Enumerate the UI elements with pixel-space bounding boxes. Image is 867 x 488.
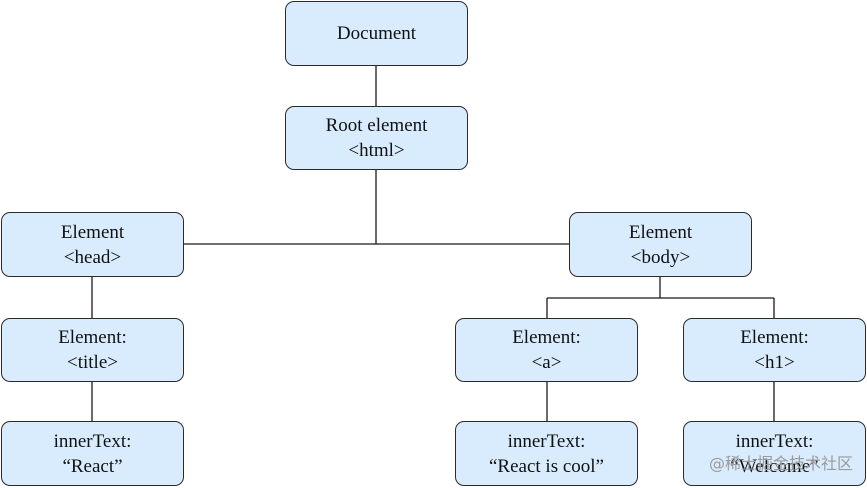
node-body-element: Element <body> — [569, 212, 752, 277]
node-a-innertext-value: “React is cool” — [488, 455, 604, 477]
node-head-element-label: Element — [60, 221, 125, 243]
watermark: @稀土掘金技术社区 — [708, 454, 853, 473]
node-h1-element-label: Element: — [740, 327, 809, 348]
node-title-element-tag: <title> — [67, 352, 118, 373]
node-title-innertext: innerText: “React” — [1, 421, 184, 486]
node-title-innertext-label: innerText: — [53, 430, 132, 452]
node-a-element: Element: <a> — [455, 318, 638, 382]
node-a-element-label: Element: — [512, 327, 581, 348]
node-title-element: Element: <title> — [1, 318, 184, 382]
node-a-element-tag: <a> — [531, 352, 562, 373]
node-h1-element: Element: <h1> — [683, 318, 866, 382]
node-document-label: Document — [336, 23, 417, 44]
node-h1-innertext-value: “Welcome” — [730, 455, 819, 477]
node-root-element-tag: <html> — [348, 140, 405, 161]
node-h1-element-tag: <h1> — [754, 352, 795, 373]
node-h1-innertext: innerText: “Welcome” — [683, 421, 866, 486]
node-a-innertext-label: innerText: — [507, 430, 586, 452]
node-head-element-tag: <head> — [63, 246, 122, 268]
node-body-element-label: Element — [628, 221, 693, 243]
node-body-element-tag: <body> — [630, 246, 691, 268]
node-a-innertext: innerText: “React is cool” — [455, 421, 638, 486]
node-h1-innertext-label: innerText: — [735, 430, 814, 452]
node-root-element-label: Root element — [325, 115, 428, 136]
node-root-element: Root element <html> — [285, 106, 468, 170]
node-document: Document — [285, 1, 468, 66]
node-title-element-label: Element: — [58, 327, 127, 348]
node-head-element: Element <head> — [1, 212, 184, 277]
node-title-innertext-value: “React” — [62, 455, 123, 477]
